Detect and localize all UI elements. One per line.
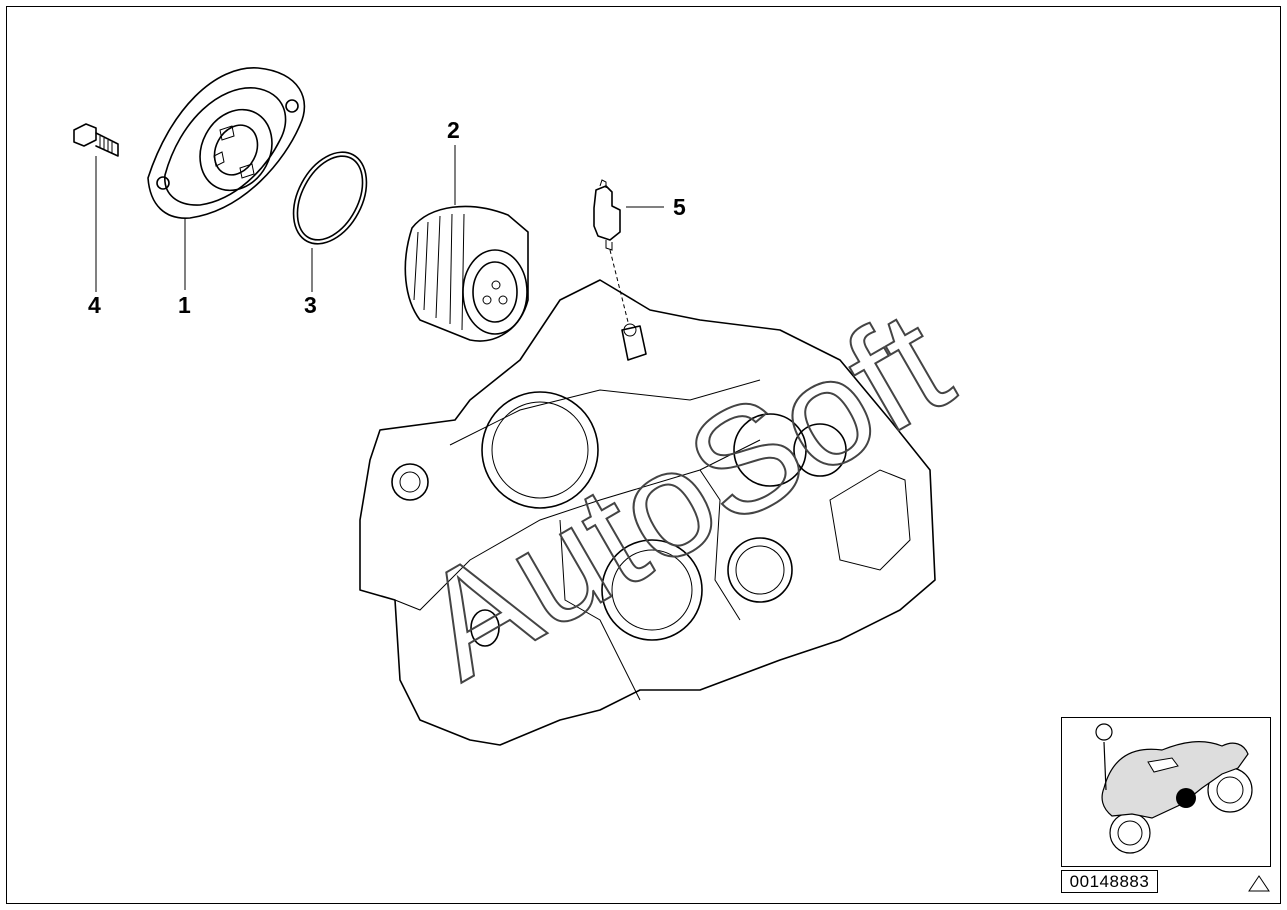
callout-1: 1 bbox=[178, 292, 191, 318]
diagram-code: 00148883 bbox=[1061, 870, 1158, 893]
warning-triangle-icon bbox=[1248, 875, 1270, 892]
location-thumbnail bbox=[1061, 717, 1271, 867]
oil-pressure-sensor-part[interactable] bbox=[593, 179, 664, 323]
callout-3: 3 bbox=[304, 292, 317, 318]
filter-cover-part[interactable] bbox=[147, 67, 306, 290]
oil-filter-part[interactable] bbox=[404, 145, 529, 342]
svg-text:AutoSoft: AutoSoft bbox=[393, 277, 975, 710]
crankcase-part bbox=[359, 279, 936, 746]
o-ring-part[interactable] bbox=[279, 140, 382, 292]
motorcycle-location-icon bbox=[1095, 723, 1253, 854]
watermark: AutoSoft bbox=[392, 276, 976, 711]
bolt-part[interactable] bbox=[73, 123, 119, 292]
callout-5: 5 bbox=[673, 194, 686, 220]
diagram-frame bbox=[6, 6, 1281, 904]
callout-2: 2 bbox=[447, 117, 460, 143]
callout-4: 4 bbox=[88, 292, 101, 318]
